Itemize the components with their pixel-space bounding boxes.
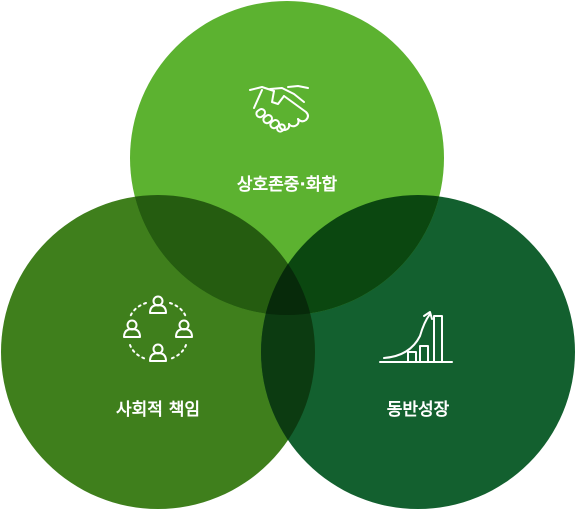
people-circle-icon [123, 295, 193, 362]
growth-chart-icon [379, 311, 453, 363]
label-shared-growth: 동반성장 [386, 400, 450, 420]
label-social-responsibility: 사회적 책임 [115, 400, 201, 420]
label-mutual-respect: 상호존중·화합 [236, 175, 338, 195]
overlap-top-left [130, 195, 315, 315]
overlap-top-right [261, 195, 444, 315]
handshake-icon [249, 85, 309, 133]
